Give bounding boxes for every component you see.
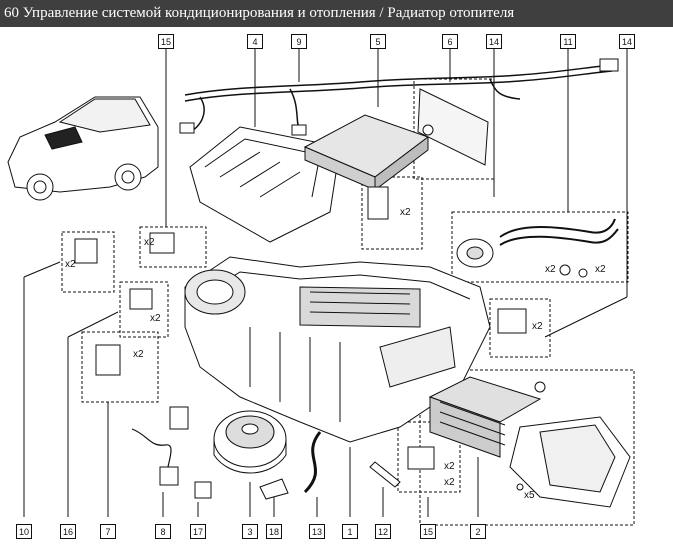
quantity-label: x2: [65, 259, 76, 270]
callout-15-bottom: 15: [420, 524, 436, 539]
callout-10: 10: [16, 524, 32, 539]
quantity-label: x2: [133, 349, 144, 360]
callout-16: 16: [60, 524, 76, 539]
quantity-label: x2: [150, 313, 161, 324]
callout-9: 9: [291, 34, 307, 49]
callout-18: 18: [266, 524, 282, 539]
callout-8: 8: [155, 524, 171, 539]
quantity-label: x2: [545, 264, 556, 275]
diagram-drawing: [7, 48, 635, 526]
callout-4: 4: [247, 34, 263, 49]
callout-1: 1: [342, 524, 358, 539]
callout-5: 5: [370, 34, 386, 49]
callout-2: 2: [470, 524, 486, 539]
quantity-label: x2: [144, 237, 155, 248]
exploded-view-diagram: 15 4 9 5 6 14 11 14 10 16 7 8 17 3 18 13…: [0, 27, 673, 555]
quantity-label: x2: [444, 477, 455, 488]
callout-17: 17: [190, 524, 206, 539]
callout-15-top: 15: [158, 34, 174, 49]
callout-14-right: 14: [619, 34, 635, 49]
callout-14-left: 14: [486, 34, 502, 49]
quantity-label: x2: [595, 264, 606, 275]
callout-3: 3: [242, 524, 258, 539]
callout-6: 6: [442, 34, 458, 49]
callout-12: 12: [375, 524, 391, 539]
callout-13: 13: [309, 524, 325, 539]
callout-7: 7: [100, 524, 116, 539]
page-title: 60 Управление системой кондиционирования…: [0, 0, 673, 27]
quantity-label: x5: [524, 490, 535, 501]
callout-11: 11: [560, 34, 576, 49]
quantity-label: x2: [400, 207, 411, 218]
quantity-label: x2: [444, 461, 455, 472]
quantity-label: x2: [532, 321, 543, 332]
